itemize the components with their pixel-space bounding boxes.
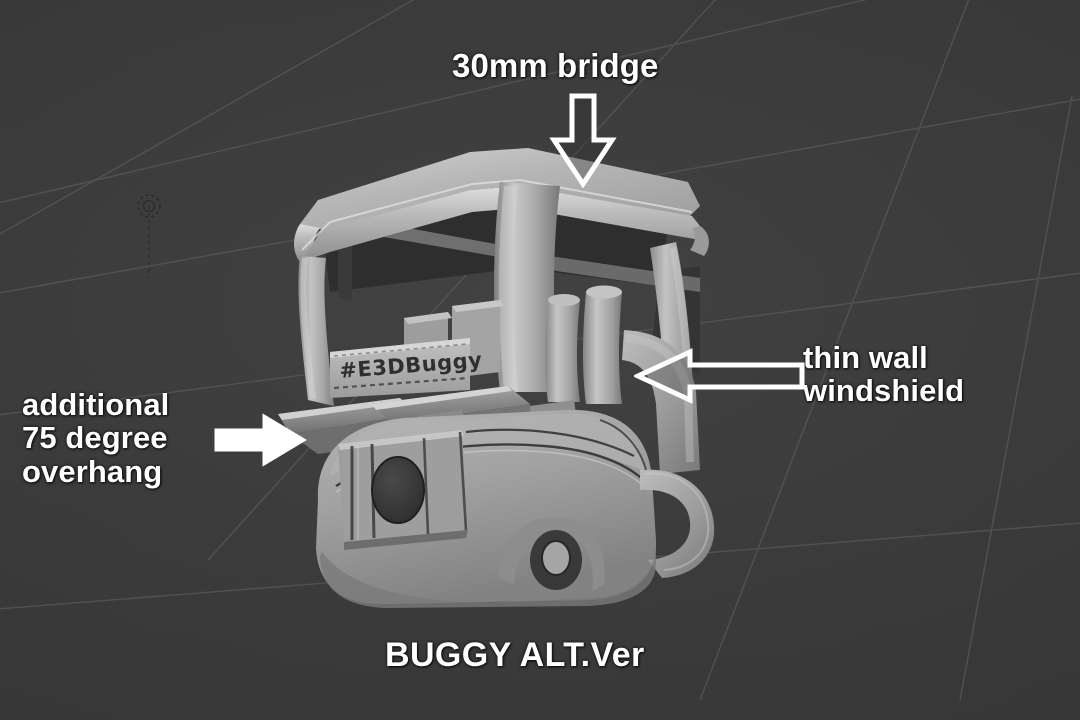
rollbar-left — [545, 300, 580, 402]
scene-title: BUGGY ALT.Ver — [385, 636, 645, 674]
headlight — [371, 456, 425, 524]
arrow-left-outline-icon — [634, 348, 805, 404]
annotation-label-thin-wall-windshield: thin wall windshield — [803, 340, 965, 409]
annotation-label-30mm-bridge: 30mm bridge — [452, 47, 659, 84]
center-column — [494, 182, 560, 392]
light-gizmo — [137, 194, 161, 278]
annotation-label-additional-overhang: additional 75 degree overhang — [22, 387, 170, 489]
roof-canopy — [300, 148, 700, 230]
overhang-wing-right — [372, 386, 530, 424]
arrow-down-outline-icon — [549, 93, 617, 188]
rollbar-right — [583, 292, 622, 404]
arrow-right-solid-icon — [214, 413, 307, 467]
rear-fender — [640, 469, 715, 578]
wheel-arch — [498, 517, 605, 592]
rear-curved-panel — [622, 330, 700, 474]
wheel-hub — [541, 540, 571, 576]
roof-front-lip — [300, 186, 700, 262]
